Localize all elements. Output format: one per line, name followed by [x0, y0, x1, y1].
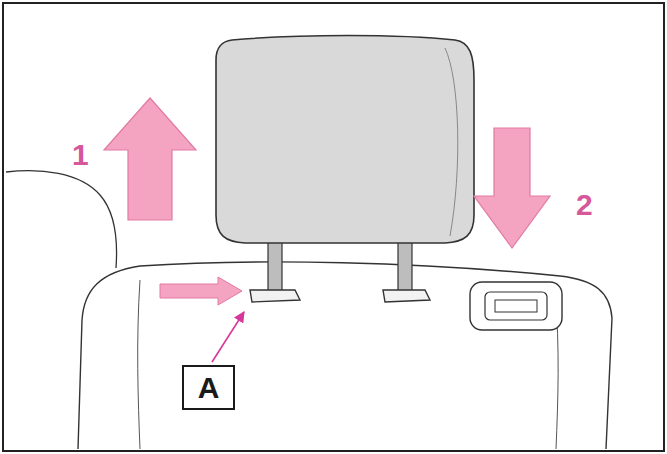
step-number: 2 — [576, 190, 593, 220]
headrest-hole — [485, 292, 547, 320]
headrest-stay — [268, 240, 282, 292]
lock-release-button — [250, 290, 300, 302]
callout-letter: A — [198, 373, 220, 403]
seat-seam — [138, 280, 140, 449]
frame — [3, 3, 664, 451]
callout-box: A — [182, 365, 235, 410]
headrest — [216, 36, 474, 244]
step-number: 1 — [72, 140, 89, 170]
up-arrow — [104, 98, 196, 220]
headrest-contour — [445, 48, 458, 236]
rear-seatback — [78, 262, 612, 449]
headrest-stay — [398, 240, 412, 292]
stay-collar — [383, 290, 430, 302]
headrest-hole — [495, 300, 537, 312]
headrest-hole — [470, 282, 562, 330]
left-seatback — [6, 171, 117, 268]
push-arrow — [160, 277, 242, 305]
down-arrow — [474, 128, 550, 248]
leader-line — [212, 312, 244, 362]
